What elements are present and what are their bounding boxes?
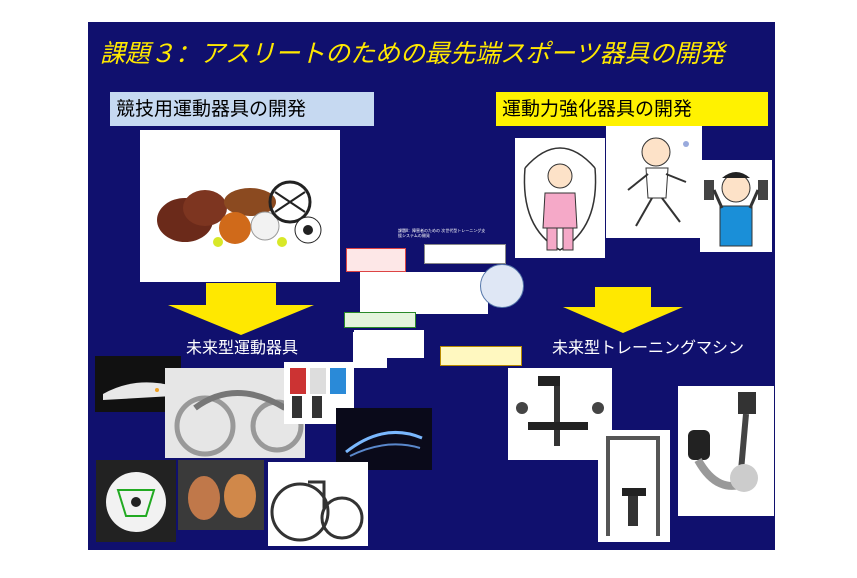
left-subtitle: 未来型運動器具 xyxy=(186,338,299,357)
sports-equipment-icon xyxy=(140,130,340,282)
right-down-arrow xyxy=(563,287,683,333)
center-diagram-title: 課題Ⅱ：障害者のための 次世代型トレーニング支援システムの開発 xyxy=(398,228,486,238)
diagram-box-4 xyxy=(440,346,522,366)
training-bench-photo xyxy=(508,368,612,460)
sports-equipment-photo xyxy=(140,130,340,282)
soccer-ball-photo xyxy=(96,460,176,542)
diagram-box-3 xyxy=(344,312,416,328)
futuristic-bike-photo xyxy=(165,368,305,458)
right-subtitle: 未来型トレーニングマシン xyxy=(552,338,745,357)
diagram-box-2 xyxy=(424,244,506,264)
diagram-box-1 xyxy=(346,248,406,272)
running-shoe-glow-photo xyxy=(336,408,432,470)
slide-title: 課題３：アスリートのための最先端スポーツ器具の開発 xyxy=(100,39,725,68)
left-down-arrow xyxy=(168,283,314,335)
running-illustration xyxy=(606,126,702,238)
right-heading: 運動力強化器具の開発 xyxy=(496,92,768,126)
home-gym-photo xyxy=(598,430,670,542)
diagram-photos xyxy=(360,272,488,314)
running-icon xyxy=(627,137,689,227)
dumbbell-illustration xyxy=(700,160,772,252)
exercise-bike-photo xyxy=(678,386,774,516)
dumbbell-icon xyxy=(704,172,768,247)
wheelchair-photo xyxy=(268,462,368,546)
left-heading: 競技用運動器具の開発 xyxy=(110,92,374,126)
gloves-photo xyxy=(178,460,264,530)
jump-rope-icon xyxy=(523,147,597,251)
athlete-photo xyxy=(353,332,387,368)
diagram-circle xyxy=(480,264,524,308)
jump-rope-illustration xyxy=(515,138,605,258)
